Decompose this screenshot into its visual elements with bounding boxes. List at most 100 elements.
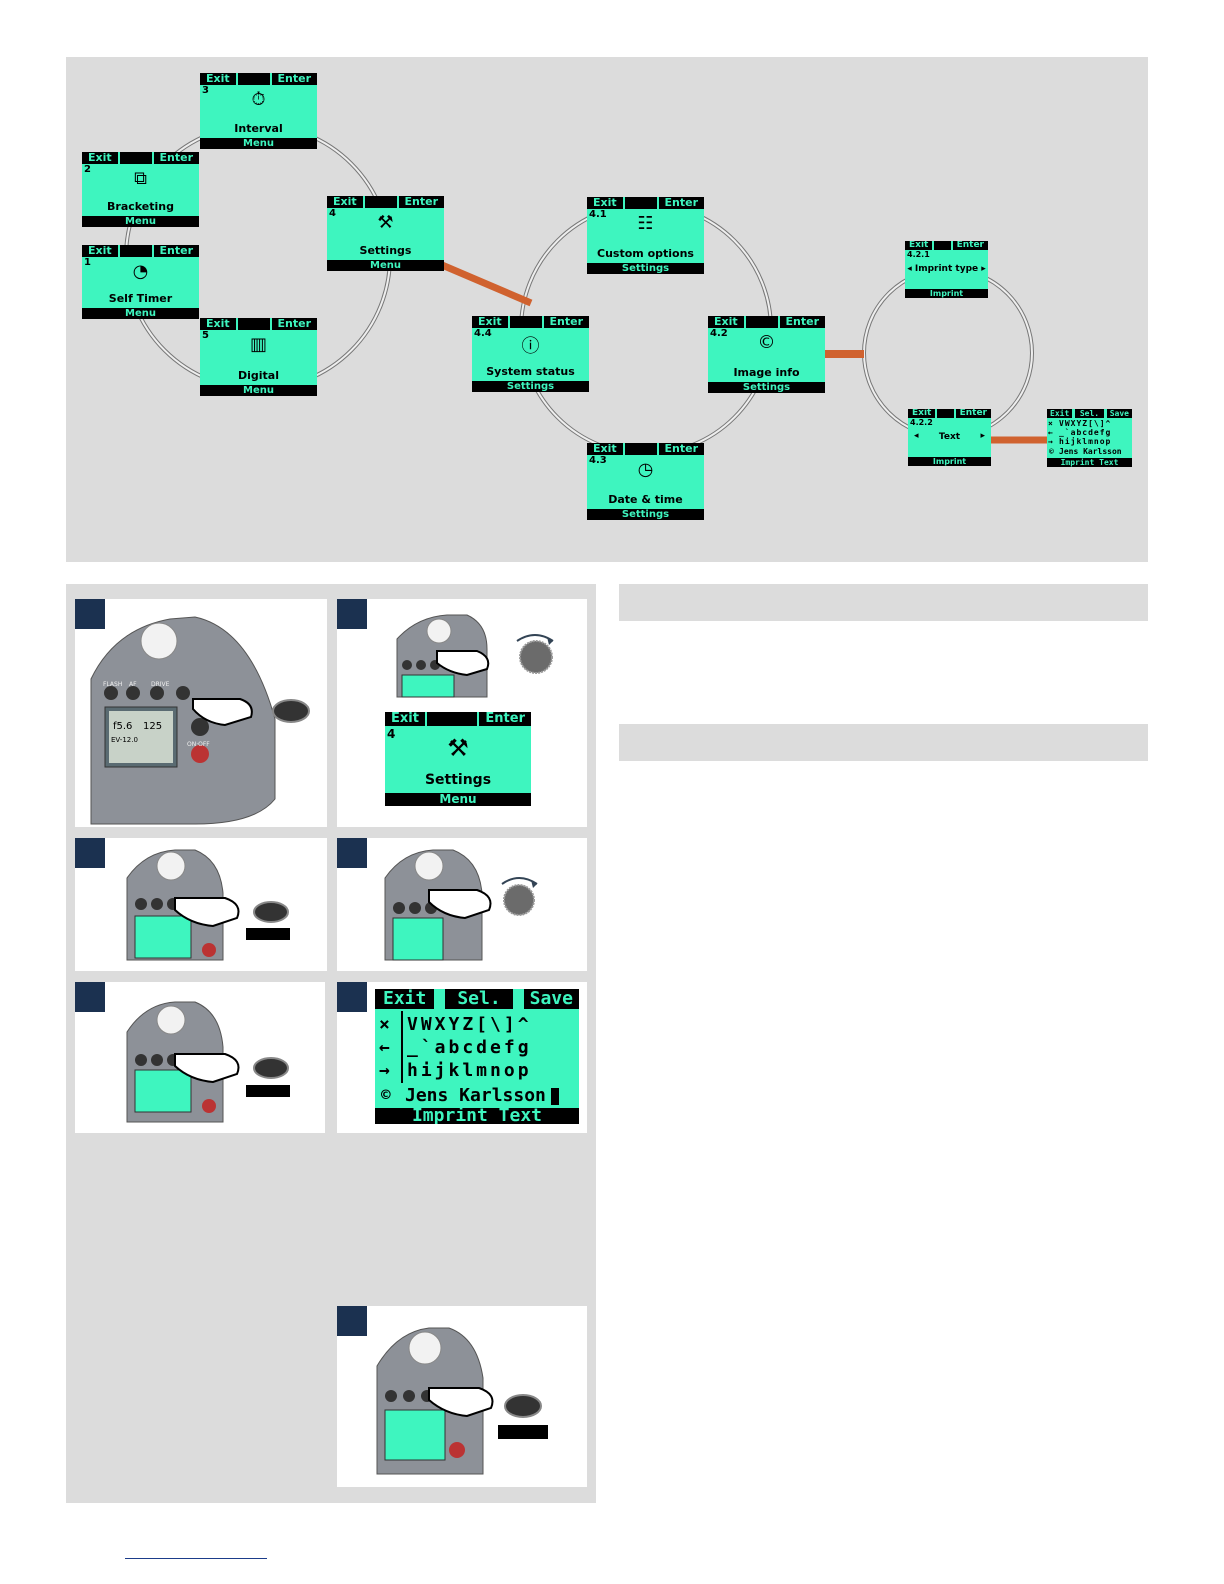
screen-number: 4.2.1	[907, 250, 930, 259]
screen-label: Image info	[733, 366, 800, 379]
date-time-icon: ◷	[637, 459, 654, 480]
screen-label: Date & time	[608, 493, 683, 506]
settings-icon: ⚒	[447, 734, 469, 762]
screen-number: 1	[84, 257, 91, 268]
enter-key: Enter	[658, 443, 704, 455]
save-key: Save	[523, 989, 579, 1009]
screen-footer: Imprint	[908, 457, 991, 466]
screen-footer: Settings	[708, 382, 825, 393]
step-card-5	[75, 982, 325, 1133]
exit-key: Exit	[82, 152, 118, 164]
imprint-text-screen: Exit Sel. Save × ← → VWXYZ[\]^ _`abcdefg…	[1047, 409, 1132, 467]
footer-rule	[125, 1558, 267, 1559]
screen-footer: Menu	[200, 138, 317, 149]
exit-key: Exit	[587, 443, 623, 455]
screen-footer: Menu	[82, 308, 199, 319]
screen-number: 3	[202, 85, 209, 96]
char-row-3: hijklmnop	[1059, 437, 1112, 446]
enter-key: Enter	[479, 712, 531, 726]
right-arrow-icon: →	[1048, 437, 1053, 446]
copyright-icon: ©	[757, 332, 776, 353]
left-arrow-icon: ◂	[914, 431, 919, 441]
left-arrow-icon: ←	[379, 1037, 390, 1058]
settings-icon: ⚒	[377, 212, 394, 233]
interval-icon: ⏱	[251, 89, 266, 110]
enter-key: Enter	[658, 197, 704, 209]
imprint-text-screen-large: Exit Sel. Save × ← → VWXYZ[\]^ _`abcdefg…	[375, 989, 579, 1124]
steps-panel: f5.6 125 EV-12.0 FLASH AF DRIVE ON·OFF E…	[66, 584, 596, 1503]
screen-number: 4.2.2	[910, 418, 933, 427]
exit-key: Exit	[375, 989, 435, 1009]
exit-key: Exit	[82, 245, 118, 257]
imprint-name: Jens Karlsson	[405, 1085, 546, 1106]
ev-readout: EV-12.0	[111, 736, 138, 744]
camera-grip-illustration	[90, 616, 310, 825]
digital-icon: ▥	[249, 334, 267, 355]
step-badge	[75, 838, 105, 868]
screen-footer: Menu	[385, 793, 531, 806]
section-header-bar-1	[619, 584, 1148, 621]
select-key: Sel.	[445, 989, 513, 1009]
step-badge	[337, 982, 367, 1012]
enter-key: Enter	[955, 409, 991, 418]
button-label-box	[246, 1085, 290, 1097]
exit-key: Exit	[908, 409, 936, 418]
char-row-1: VWXYZ[\]^	[1059, 419, 1112, 428]
screen-label: System status	[486, 365, 575, 378]
screen-footer: Menu	[82, 216, 199, 227]
copyright-icon: ©	[1049, 447, 1054, 456]
settings-connector	[440, 261, 533, 307]
button-label-box	[498, 1425, 548, 1439]
right-arrow-icon: ▸	[980, 431, 985, 441]
select-key: Sel.	[1074, 409, 1105, 418]
screen-footer: Imprint Text	[1047, 458, 1132, 467]
screen-footer: Imprint Text	[375, 1107, 579, 1124]
on-off-label: ON·OFF	[187, 741, 210, 748]
screen-footer: Settings	[472, 381, 589, 392]
screen-footer: Menu	[200, 385, 317, 396]
step-badge	[337, 838, 367, 868]
screen-label: Self Timer	[108, 292, 173, 305]
enter-key: Enter	[153, 152, 199, 164]
button-label-box	[246, 928, 290, 940]
screen-label: Custom options	[597, 247, 694, 260]
save-key: Save	[1106, 409, 1132, 418]
exit-key: Exit	[905, 241, 933, 250]
step-badge	[75, 599, 105, 629]
enter-key: Enter	[543, 316, 589, 328]
custom-options-icon: ☷	[637, 213, 654, 234]
shutter-readout: 125	[143, 721, 163, 732]
cancel-icon: ×	[1048, 419, 1053, 428]
step-card-3	[75, 838, 327, 971]
screen-number: 5	[202, 330, 209, 341]
enter-key: Enter	[271, 73, 317, 85]
exit-key: Exit	[587, 197, 623, 209]
step-badge	[337, 599, 367, 629]
step-badge	[337, 1306, 367, 1336]
exit-key: Exit	[200, 73, 236, 85]
screen-number: 4.4	[474, 328, 492, 339]
af-label: AF	[129, 681, 137, 688]
self-timer-icon: ◔	[132, 261, 149, 282]
screen-label: Digital	[238, 369, 279, 382]
screen-number: 4.2	[710, 328, 728, 339]
enter-key: Enter	[398, 196, 444, 208]
screen-footer: Settings	[587, 509, 704, 520]
camera-grip-illustration	[376, 1327, 542, 1475]
screen-number: 2	[84, 164, 91, 175]
step-card-6: Exit Sel. Save × ← → VWXYZ[\]^ _`abcdefg…	[337, 982, 587, 1133]
drive-label: DRIVE	[151, 681, 170, 688]
screen-number: 4	[329, 208, 336, 219]
enter-key: Enter	[952, 241, 988, 250]
exit-key: Exit	[327, 196, 363, 208]
camera-grip-illustration	[126, 849, 289, 961]
